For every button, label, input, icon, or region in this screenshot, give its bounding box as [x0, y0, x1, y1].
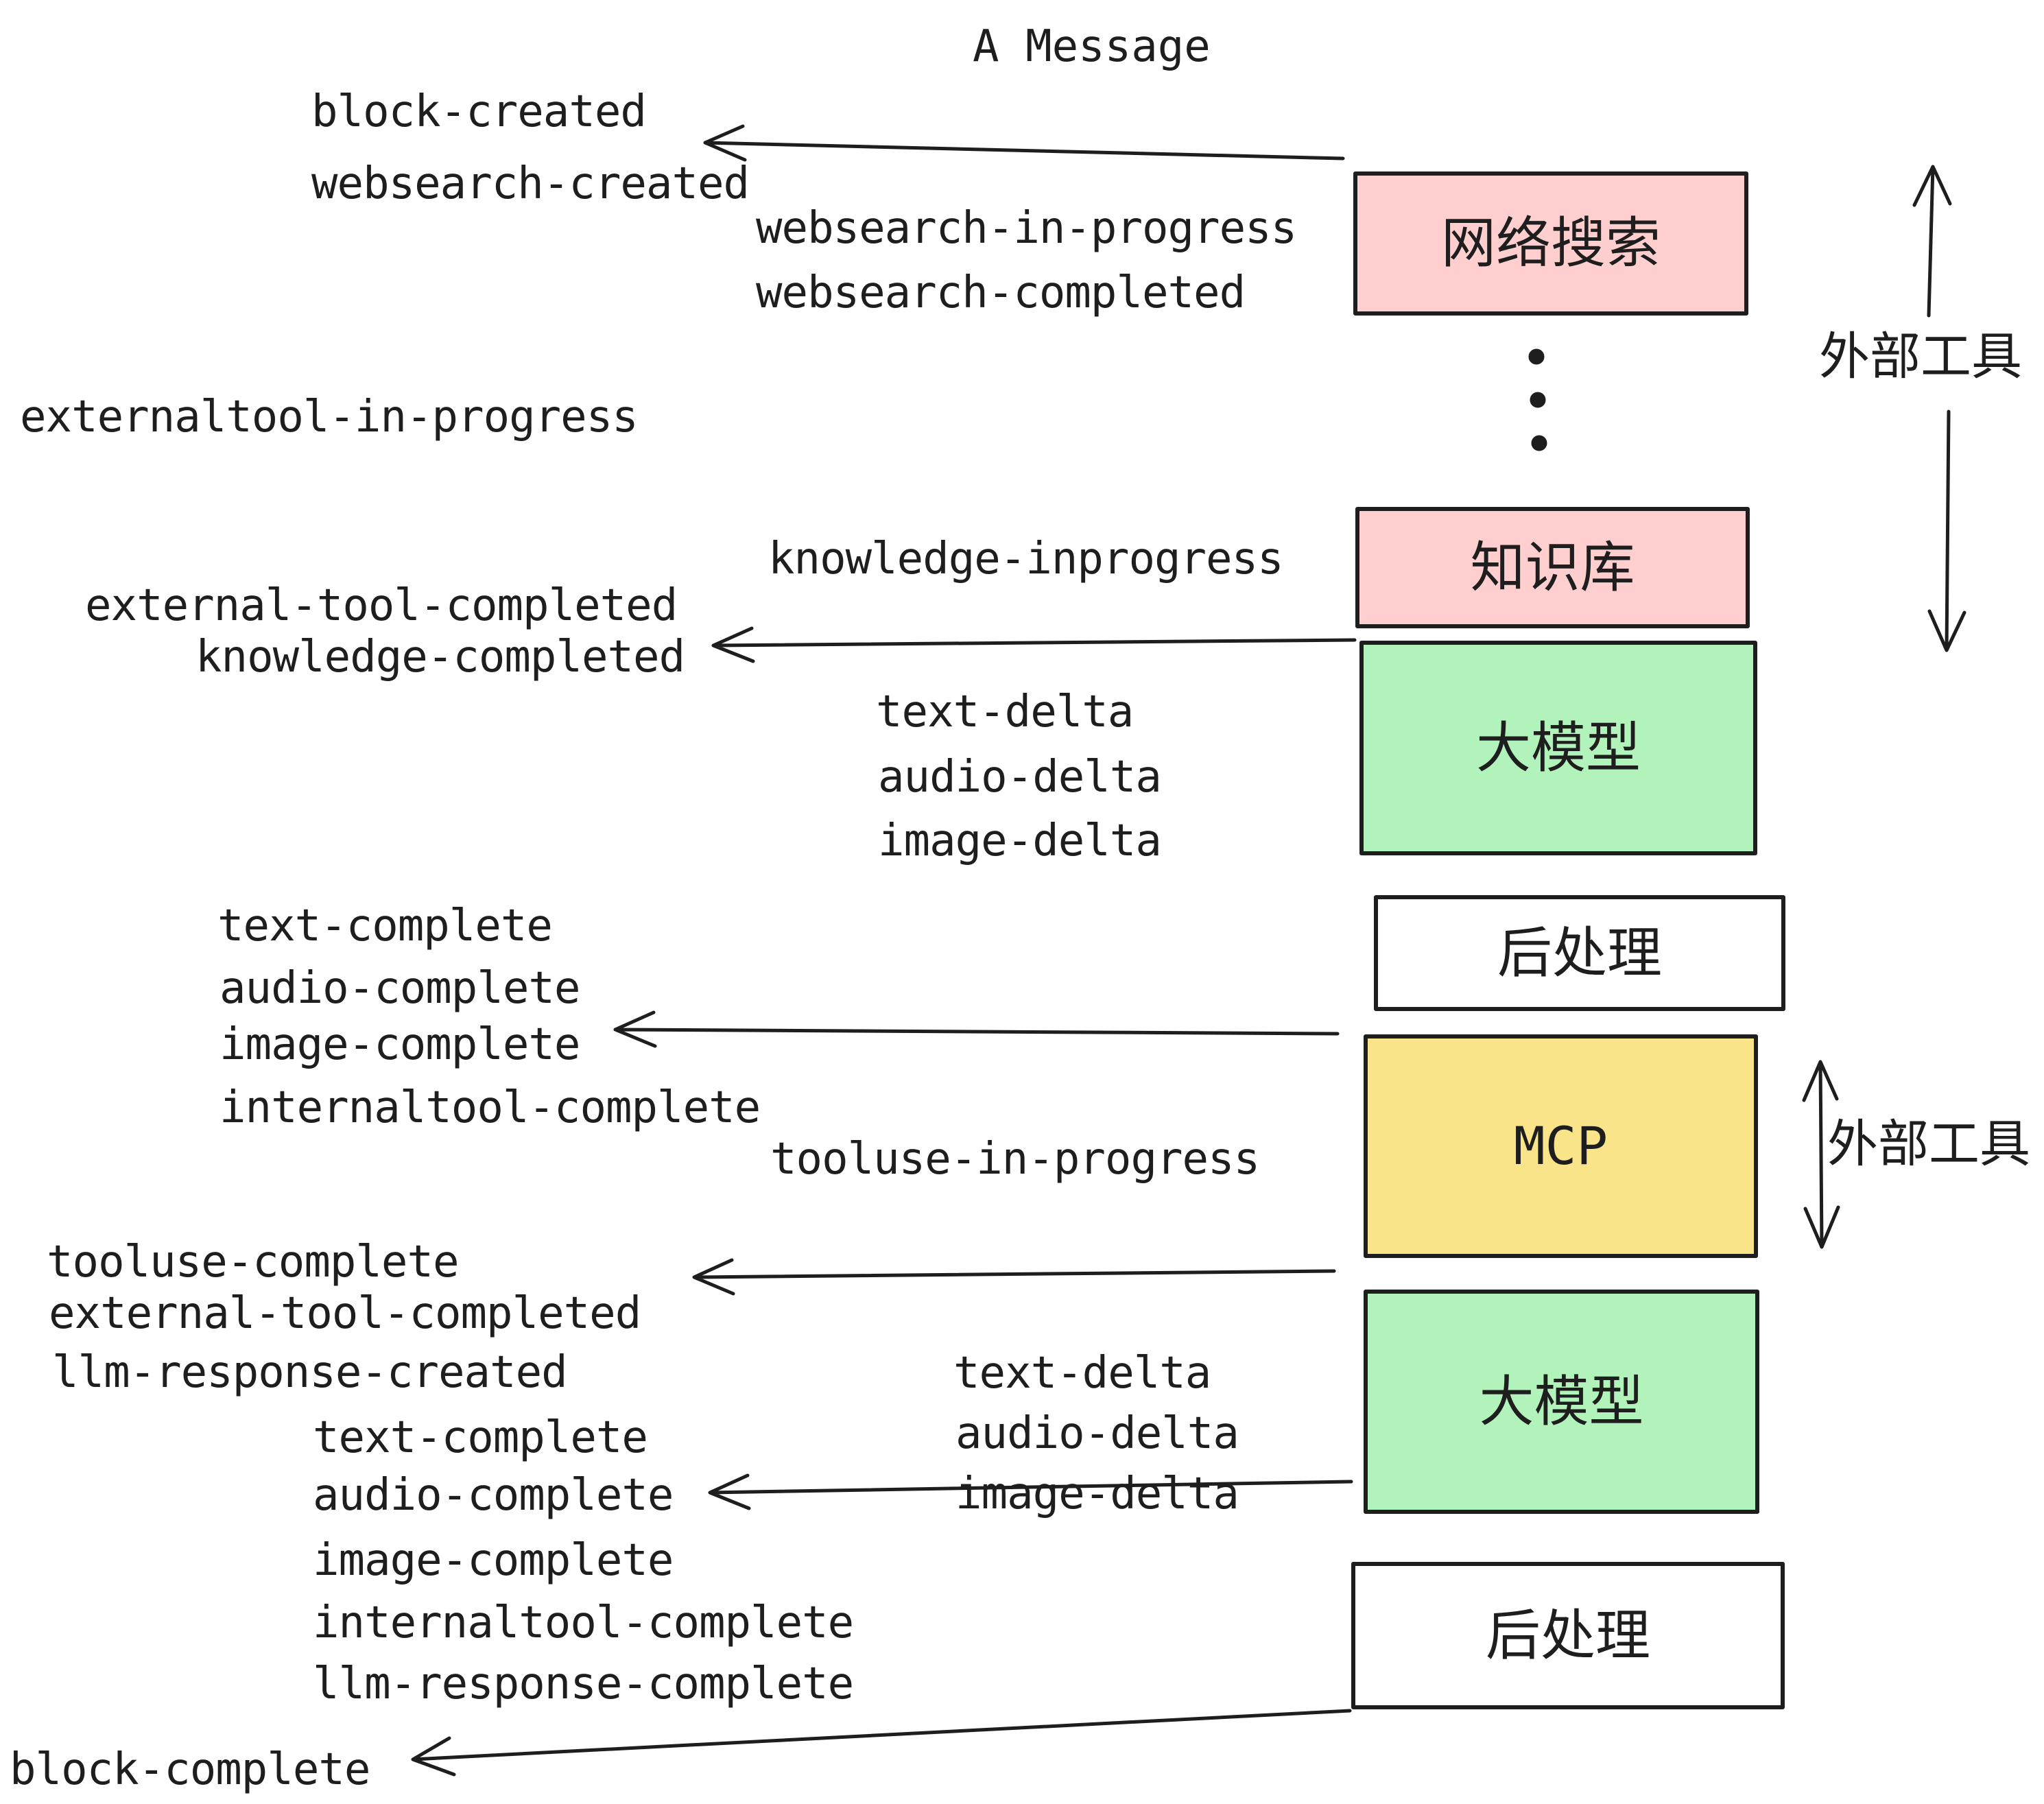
node-llm-1: 大模型 — [1359, 641, 1757, 855]
ellipsis-dot — [1528, 348, 1545, 365]
arrow-external-tools-double — [1802, 1060, 1840, 1249]
event-label-audio-delta: audio-delta — [878, 752, 1162, 803]
node-postprocess-1-label: 后处理 — [1497, 922, 1662, 984]
node-knowledge: 知识库 — [1355, 507, 1750, 628]
event-label-block-complete: block-complete — [10, 1744, 370, 1795]
arrow-image-complete — [613, 1010, 1340, 1048]
event-label-externaltool-in-progress: externaltool-in-progress — [20, 392, 639, 442]
event-label-image-complete-2: image-complete — [313, 1535, 674, 1586]
event-label-text-complete: text-complete — [217, 901, 553, 951]
node-llm-2: 大模型 — [1364, 1290, 1759, 1514]
event-label-llm-response-created: llm-response-created — [52, 1347, 568, 1398]
node-mcp: MCP — [1364, 1034, 1758, 1258]
event-label-external-tool-completed: external-tool-completed — [85, 580, 678, 631]
ellipsis-dot — [1531, 435, 1547, 451]
event-label-audio-complete-2: audio-complete — [313, 1470, 674, 1521]
event-label-websearch-completed: websearch-completed — [756, 268, 1246, 318]
arrow-knowledge-completed — [711, 626, 1357, 663]
external-tools-label-mid: 外部工具 — [1827, 1115, 2030, 1172]
node-mcp-label: MCP — [1513, 1115, 1608, 1176]
node-postprocess-2-label: 后处理 — [1486, 1604, 1650, 1666]
node-postprocess-1: 后处理 — [1374, 895, 1785, 1011]
arrow-audio-complete — [708, 1473, 1353, 1510]
external-tools-label-top: 外部工具 — [1819, 328, 2022, 385]
event-label-tooluse-complete: tooluse-complete — [47, 1237, 459, 1287]
event-label-image-complete: image-complete — [219, 1019, 580, 1070]
event-label-text-delta-2: text-delta — [953, 1348, 1211, 1399]
node-websearch-label: 网络搜索 — [1441, 213, 1661, 274]
diagram-title: A Message — [973, 21, 1211, 72]
node-websearch: 网络搜索 — [1353, 171, 1748, 316]
event-label-audio-complete: audio-complete — [219, 963, 580, 1014]
event-label-websearch-created: websearch-created — [311, 158, 750, 209]
node-llm-1-label: 大模型 — [1476, 717, 1641, 779]
event-label-knowledge-inprogress: knowledge-inprogress — [768, 534, 1284, 584]
event-label-audio-delta-2: audio-delta — [955, 1408, 1239, 1459]
arrow-external-tools-up — [1912, 165, 1952, 318]
node-llm-2-label: 大模型 — [1479, 1370, 1644, 1432]
node-knowledge-label: 知识库 — [1470, 536, 1635, 598]
event-label-block-created: block-created — [311, 86, 647, 137]
arrow-block-complete — [411, 1709, 1352, 1777]
arrow-block-created — [703, 124, 1345, 162]
ellipsis-dot — [1530, 392, 1546, 408]
event-label-websearch-in-progress: websearch-in-progress — [756, 203, 1297, 254]
arrow-tooluse-complete — [692, 1258, 1336, 1296]
event-label-internaltool-complete-2: internaltool-complete — [313, 1598, 854, 1648]
event-label-text-complete-2: text-complete — [313, 1412, 648, 1463]
event-label-text-delta: text-delta — [876, 687, 1134, 737]
event-label-external-tool-completed-2: external-tool-completed — [49, 1288, 641, 1339]
arrow-external-tools-down — [1927, 410, 1966, 652]
event-label-tooluse-in-progress: tooluse-in-progress — [770, 1134, 1260, 1185]
node-postprocess-2: 后处理 — [1351, 1562, 1785, 1709]
event-label-knowledge-completed: knowledge-completed — [195, 632, 685, 683]
event-label-llm-response-complete: llm-response-complete — [313, 1659, 854, 1709]
event-label-image-delta-2: image-delta — [955, 1469, 1239, 1519]
event-label-internaltool-complete: internaltool-complete — [219, 1082, 761, 1133]
event-label-image-delta: image-delta — [878, 816, 1162, 866]
